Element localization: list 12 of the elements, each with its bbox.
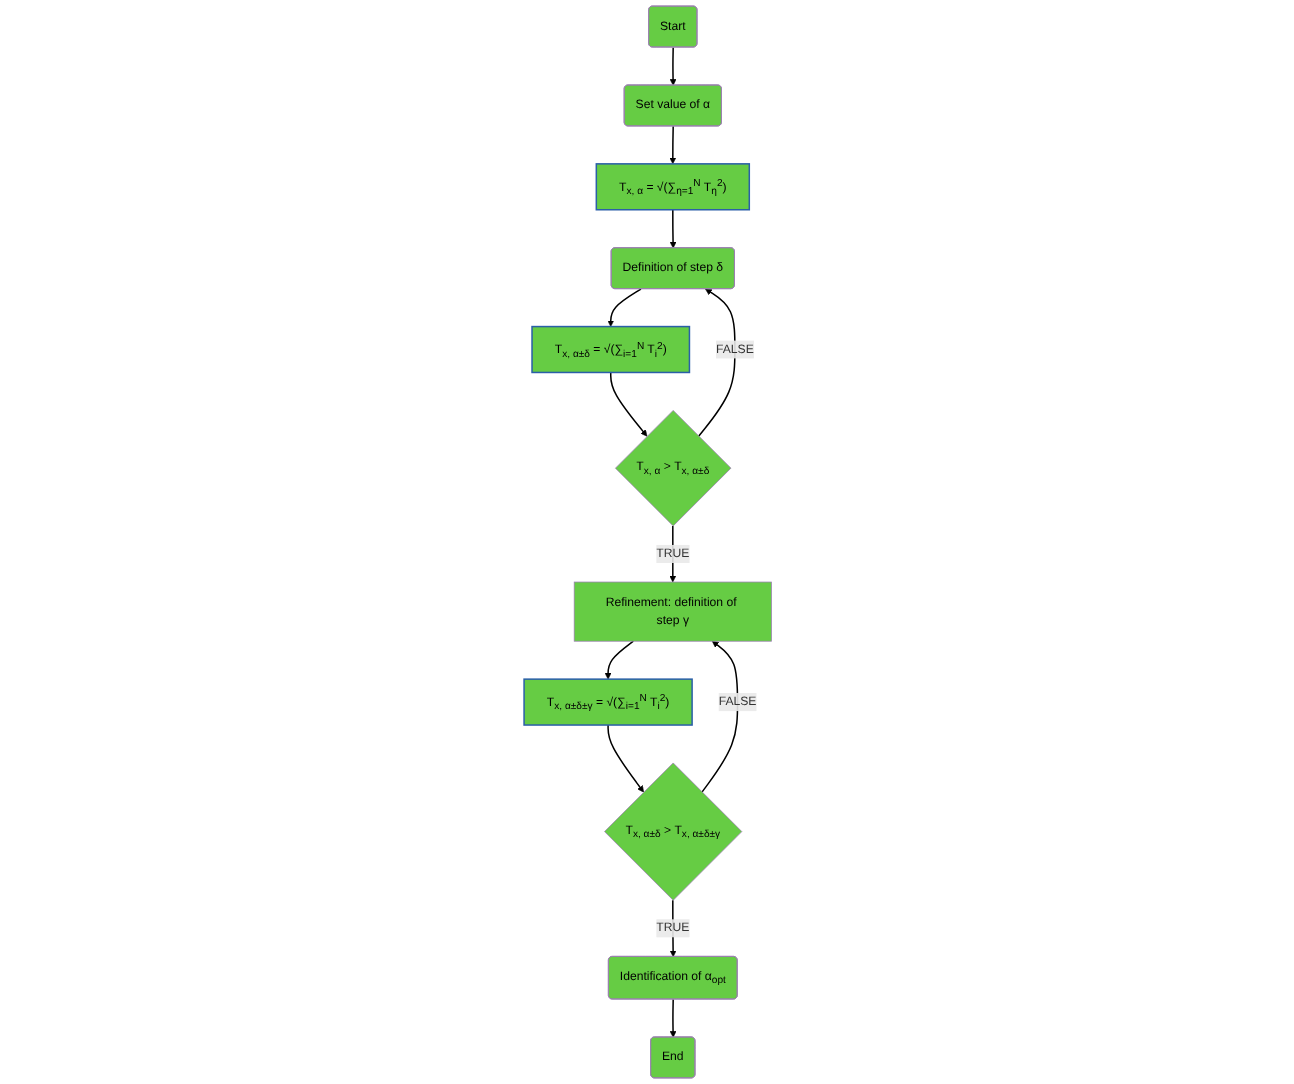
- arrow: [609, 371, 647, 437]
- arrow: [669, 998, 676, 1038]
- arrow: [697, 288, 735, 437]
- arrow: [700, 640, 738, 793]
- arrow: [668, 525, 676, 583]
- arrow: [604, 640, 634, 680]
- arrow: [606, 288, 641, 327]
- arrow: [669, 899, 676, 958]
- arrow: [669, 46, 676, 86]
- arrow: [669, 209, 676, 249]
- arrow: [668, 125, 676, 165]
- arrow: [606, 724, 644, 793]
